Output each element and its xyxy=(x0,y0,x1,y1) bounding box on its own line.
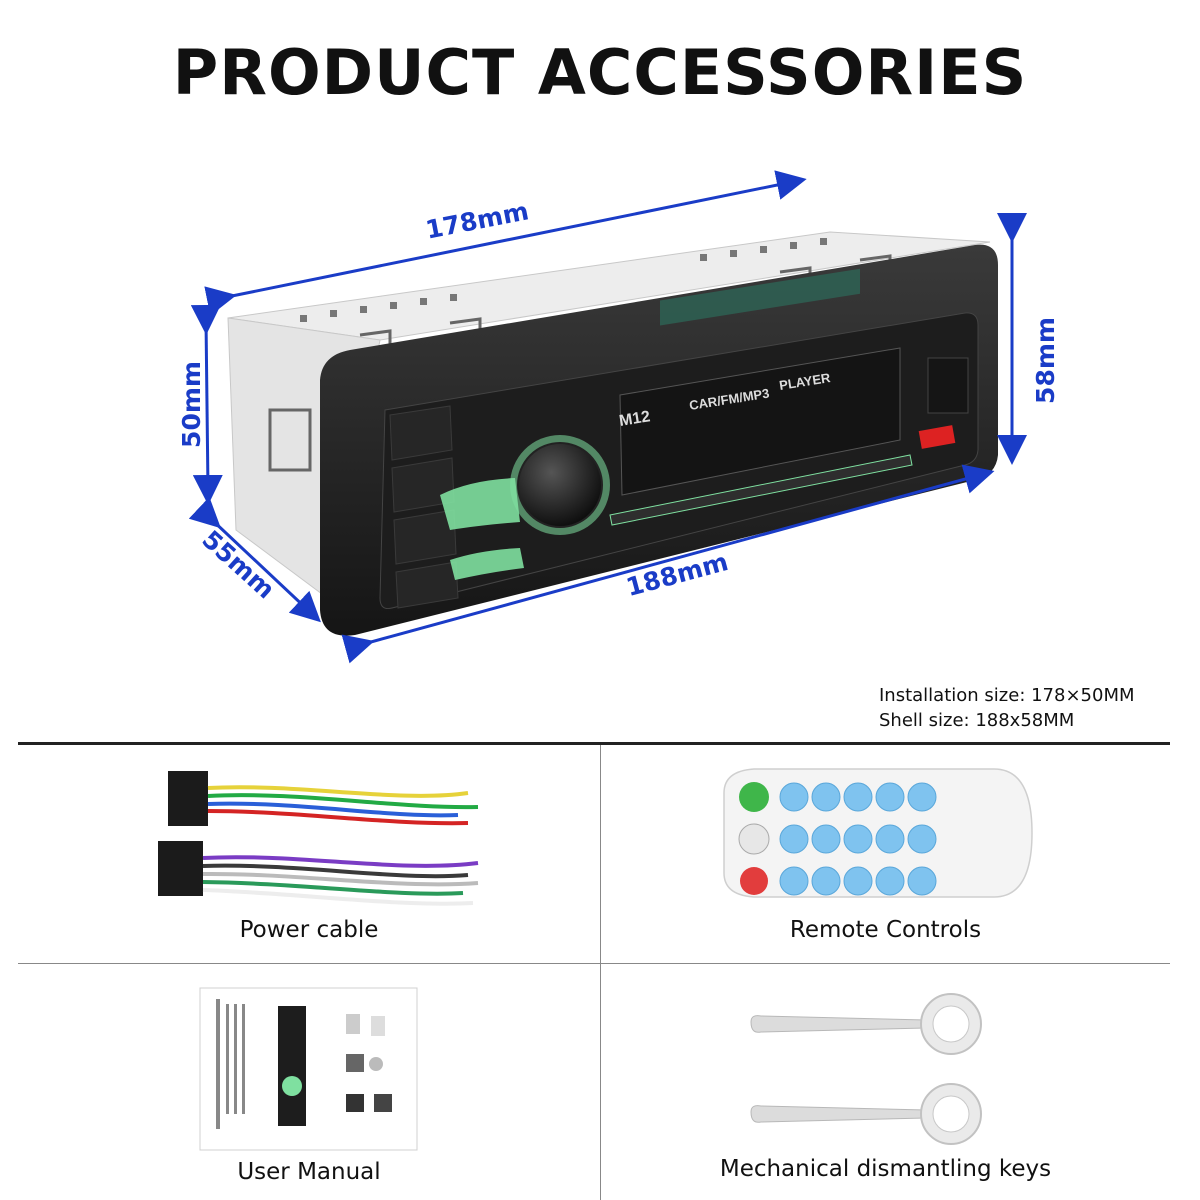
volume-knob xyxy=(517,442,603,528)
device-model: M12 xyxy=(618,408,652,430)
user-manual-icon xyxy=(199,987,418,1151)
usb-port xyxy=(918,425,956,449)
car-stereo-illustration: M12 CAR/FM/MP3 PLAYER xyxy=(188,170,1027,664)
accessory-label: Mechanical dismantling keys xyxy=(719,1156,1052,1182)
installation-size: Installation size: 178×50MM xyxy=(879,685,1135,706)
accessory-label: Power cable xyxy=(239,917,379,943)
accessory-user-manual: User Manual xyxy=(18,964,600,1200)
accessory-remote-controls: Remote Controls xyxy=(601,745,1170,963)
grid-divider-vertical xyxy=(600,745,601,1200)
arrow-height-left xyxy=(190,304,223,505)
dismantling-keys-icon xyxy=(750,993,982,1145)
arrow-width-bottom xyxy=(341,464,995,664)
sd-slot xyxy=(927,357,969,414)
product-hero: M12 CAR/FM/MP3 PLAYER 178mm 188mm 50mm 5… xyxy=(0,150,1200,670)
accessory-label: Remote Controls xyxy=(789,917,982,943)
power-cable-icon xyxy=(158,771,479,906)
page-title: PRODUCT ACCESSORIES xyxy=(172,36,1028,109)
accessory-power-cable: Power cable xyxy=(18,745,600,963)
dim-height-left: 50mm xyxy=(176,361,206,448)
accessories-grid: Power cable Remote Controls xyxy=(18,742,1170,1200)
remote-control-icon xyxy=(723,768,1033,898)
size-notes: Installation size: 178×50MM Shell size: … xyxy=(879,683,1135,733)
arrow-depth xyxy=(188,496,321,623)
grid-divider-horizontal xyxy=(18,963,1170,964)
lcd-display xyxy=(619,347,901,496)
accessory-dismantling-keys: Mechanical dismantling keys xyxy=(601,964,1170,1200)
dim-height-right: 58mm xyxy=(1030,317,1060,404)
shell-size: Shell size: 188x58MM xyxy=(879,710,1075,731)
accessory-label: User Manual xyxy=(237,1159,381,1185)
arrow-width-top xyxy=(204,170,807,316)
